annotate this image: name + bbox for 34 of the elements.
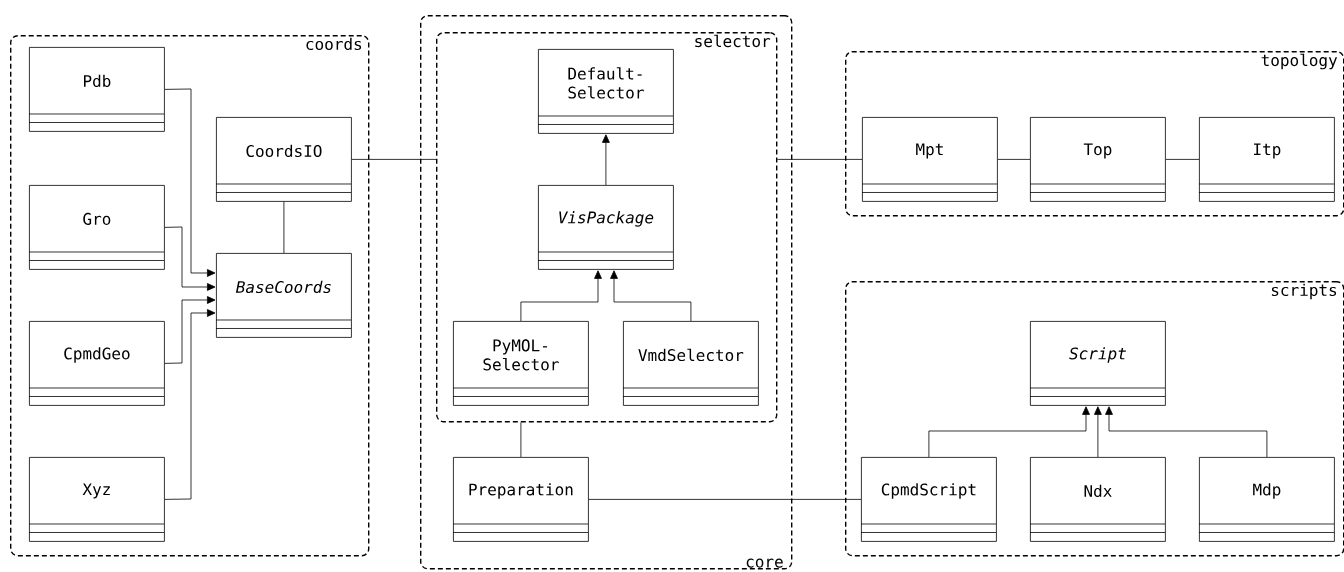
inheritance-arrow [1094,406,1102,458]
inheritance-arrow [610,270,692,322]
class-box: Script [1030,321,1166,406]
class-box: CpmdGeo [29,321,165,406]
class-box: CpmdScript [861,457,997,542]
inheritance-arrow [164,296,216,364]
class-box: Mdp [1199,457,1335,542]
class-box: Default-Selector [538,49,674,134]
inheritance-arrow [1105,406,1268,458]
inheritance-arrow [164,88,216,277]
inheritance-arrow [602,134,610,186]
association-line [1165,159,1200,160]
inheritance-arrow [164,226,216,291]
association-line [351,159,437,160]
class-box: BaseCoords [216,253,352,338]
class-box: Ndx [1030,457,1166,542]
class-box: Pdb [29,47,165,132]
association-line [997,159,1031,160]
inheritance-arrow [520,270,602,322]
class-box: Mpt [862,117,998,202]
class-box: VisPackage [538,185,674,270]
class-box: CoordsIO [216,117,352,202]
association-line [588,499,862,500]
class-box: Gro [29,185,165,270]
class-box: PyMOL-Selector [453,321,589,406]
inheritance-arrow [164,309,216,500]
association-line [520,422,522,458]
class-box: Itp [1199,117,1335,202]
association-line [283,201,285,254]
class-box: Preparation [453,457,589,542]
class-box: Xyz [29,457,165,542]
inheritance-arrow [928,406,1090,458]
association-line [777,159,863,160]
class-box: Top [1030,117,1166,202]
